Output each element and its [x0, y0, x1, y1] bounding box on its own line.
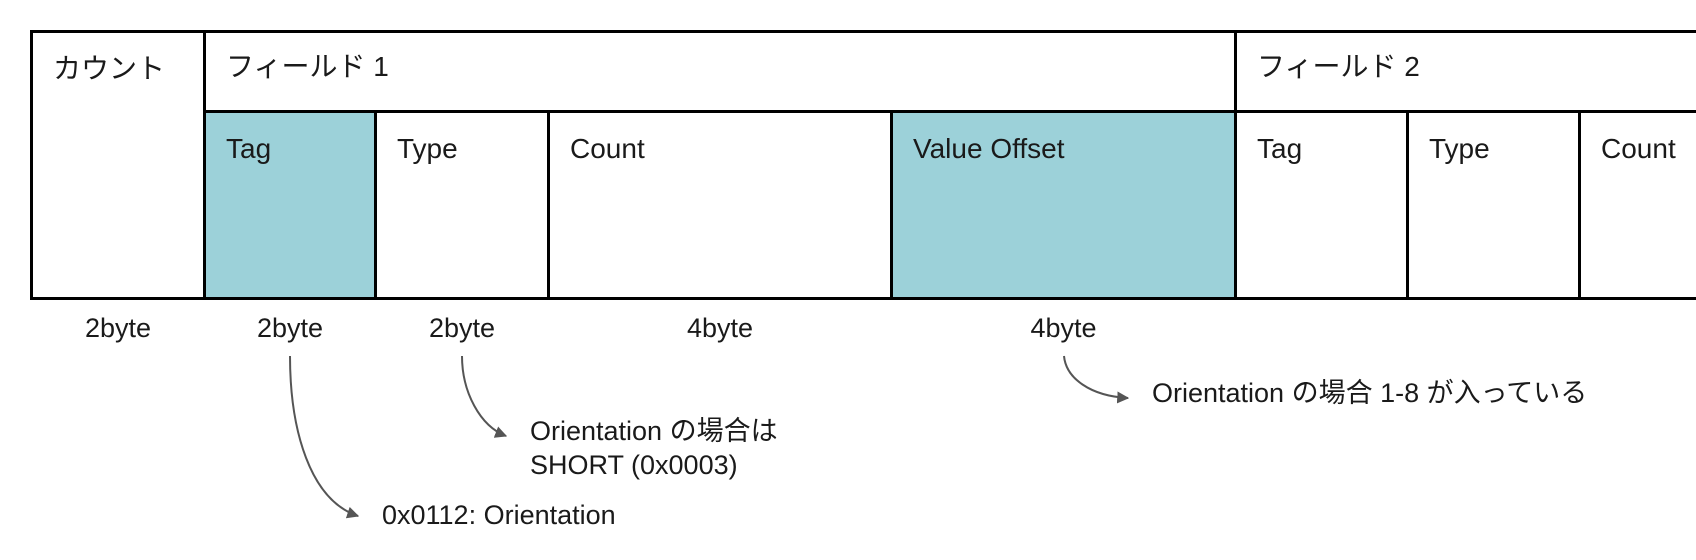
tag-note-arrow: [289, 355, 360, 519]
field1-count-label: Count: [570, 133, 645, 164]
field2-type-cell: Type: [1406, 110, 1581, 300]
value-offset-note: Orientation の場合 1-8 が入っている: [1152, 378, 1588, 408]
field2-type-label: Type: [1429, 133, 1490, 164]
field1-title: フィールド 1: [226, 51, 389, 82]
field1-type-cell: Type: [374, 110, 550, 300]
field1-type-label: Type: [397, 133, 458, 164]
size-value-offset: 4byte: [1030, 313, 1097, 343]
field2-count-label: Count: [1601, 133, 1676, 164]
size-count-field: 4byte: [686, 313, 754, 343]
type-note-arrow: [461, 355, 508, 438]
value-offset-note-arrow: [1063, 355, 1130, 404]
size-type: 2byte: [428, 313, 496, 343]
field2-title: フィールド 2: [1257, 51, 1420, 82]
type-note-line2: SHORT (0x0003): [530, 450, 738, 480]
size-tag: 2byte: [256, 313, 324, 343]
field1-value-offset-cell: Value Offset: [890, 110, 1237, 300]
field2-count-cell: Count: [1578, 110, 1696, 300]
field1-tag-label: Tag: [226, 133, 272, 164]
count-cell-label: カウント: [53, 53, 166, 84]
tag-note: 0x0112: Orientation: [382, 500, 616, 530]
type-note-line1: Orientation の場合は: [530, 416, 778, 446]
field2-tag-cell: Tag: [1234, 110, 1409, 300]
field1-count-cell: Count: [547, 110, 893, 300]
field2-tag-label: Tag: [1257, 133, 1303, 164]
field1-value-offset-label: Value Offset: [913, 133, 1065, 164]
count-cell: カウント: [30, 30, 206, 300]
size-count: 2byte: [84, 313, 152, 343]
